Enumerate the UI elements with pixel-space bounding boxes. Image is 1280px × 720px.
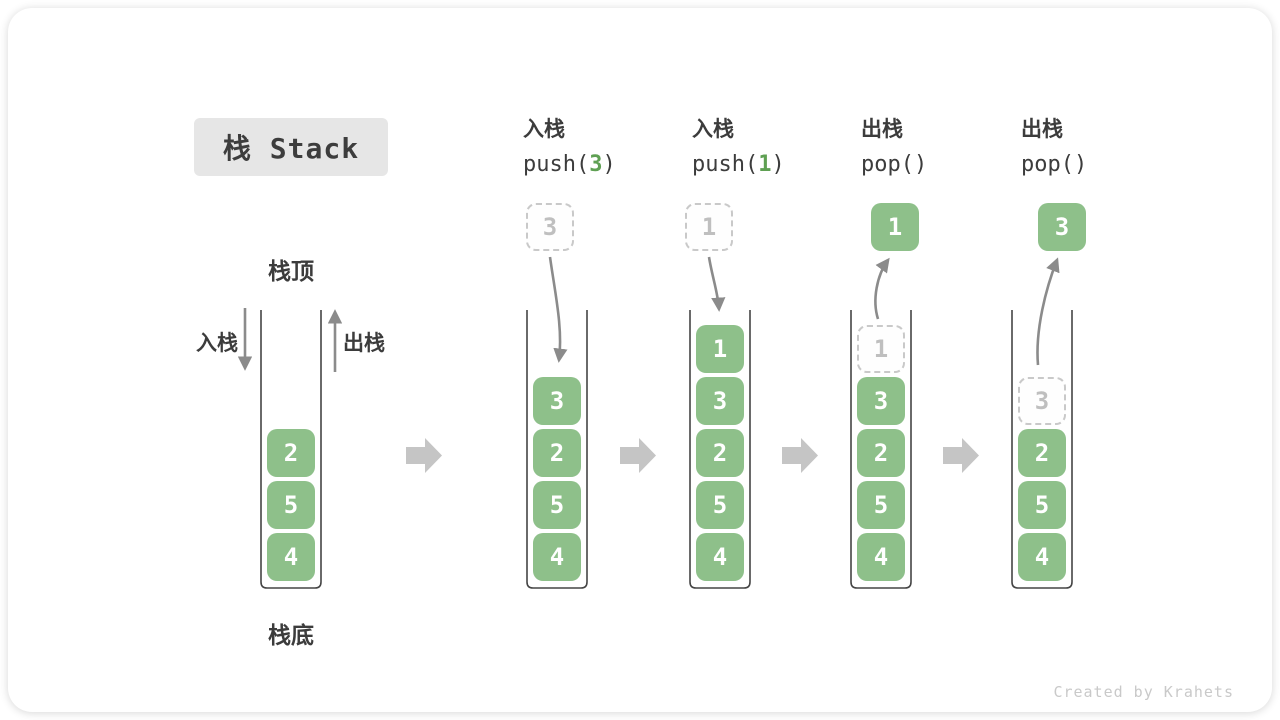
op-code: pop() — [1021, 152, 1088, 177]
stack-cell: 5 — [267, 481, 315, 529]
stack-bottom-label: 栈底 — [268, 623, 314, 649]
stack-cell: 5 — [533, 481, 581, 529]
stack-cell: 5 — [857, 481, 905, 529]
popped-element-1: 1 — [871, 203, 919, 251]
stack-cell: 5 — [1018, 481, 1066, 529]
op-code-arg: 1 — [758, 152, 772, 177]
stack-cell: 2 — [1018, 429, 1066, 477]
op-caption-pop-1: 出栈 pop() — [861, 113, 927, 177]
diagram-card: 栈 Stack 入栈 push(3) 入栈 push(1) 出栈 pop() 出… — [8, 8, 1272, 712]
title-text: 栈 Stack — [222, 132, 360, 165]
stack-cell: 4 — [533, 533, 581, 581]
op-caption-push-3: 入栈 push(3) — [523, 113, 616, 177]
stack-cell: 2 — [857, 429, 905, 477]
pop-1-arrow — [874, 257, 890, 320]
op-code-arg: 3 — [589, 152, 603, 177]
transition-arrow-2 — [620, 438, 656, 473]
credit-text: Created by Krahets — [1053, 683, 1234, 701]
op-name: 出栈 — [861, 117, 903, 141]
op-code: push(3) — [523, 152, 616, 177]
ghost-cell: 1 — [857, 325, 905, 373]
op-caption-pop-3: 出栈 pop() — [1021, 113, 1087, 177]
op-name: 入栈 — [692, 117, 734, 141]
diagram-strokes-layer — [237, 256, 1073, 589]
stack-cell: 3 — [533, 377, 581, 425]
pop-3-arrow — [1036, 257, 1060, 366]
transition-arrow-4 — [943, 438, 979, 473]
title-badge: 栈 Stack — [194, 118, 388, 176]
stack-cell: 5 — [696, 481, 744, 529]
op-name: 入栈 — [523, 117, 565, 141]
stack-top-label: 栈顶 — [268, 259, 314, 285]
stack-cell: 4 — [267, 533, 315, 581]
stack-cell: 4 — [696, 533, 744, 581]
op-name: 出栈 — [1021, 117, 1063, 141]
op-caption-push-1: 入栈 push(1) — [692, 113, 785, 177]
stack-cell: 3 — [696, 377, 744, 425]
incoming-element-3: 3 — [526, 203, 574, 251]
op-code: pop() — [861, 152, 928, 177]
incoming-element-1: 1 — [685, 203, 733, 251]
push-1-arrow — [707, 256, 726, 312]
op-code: push(1) — [692, 152, 785, 177]
stack-cell: 2 — [696, 429, 744, 477]
ghost-cell: 3 — [1018, 377, 1066, 425]
transition-arrow-3 — [782, 438, 818, 473]
stack-cell: 1 — [696, 325, 744, 373]
stack-cell: 3 — [857, 377, 905, 425]
stack-cell: 2 — [533, 429, 581, 477]
stack-cell: 4 — [1018, 533, 1066, 581]
stack-cell: 4 — [857, 533, 905, 581]
pop-side-label: 出栈 — [343, 331, 385, 355]
stack-cell: 2 — [267, 429, 315, 477]
popped-element-3: 3 — [1038, 203, 1086, 251]
push-side-label: 入栈 — [196, 331, 238, 355]
transition-arrow-1 — [406, 438, 442, 473]
push-3-arrow — [548, 256, 568, 363]
